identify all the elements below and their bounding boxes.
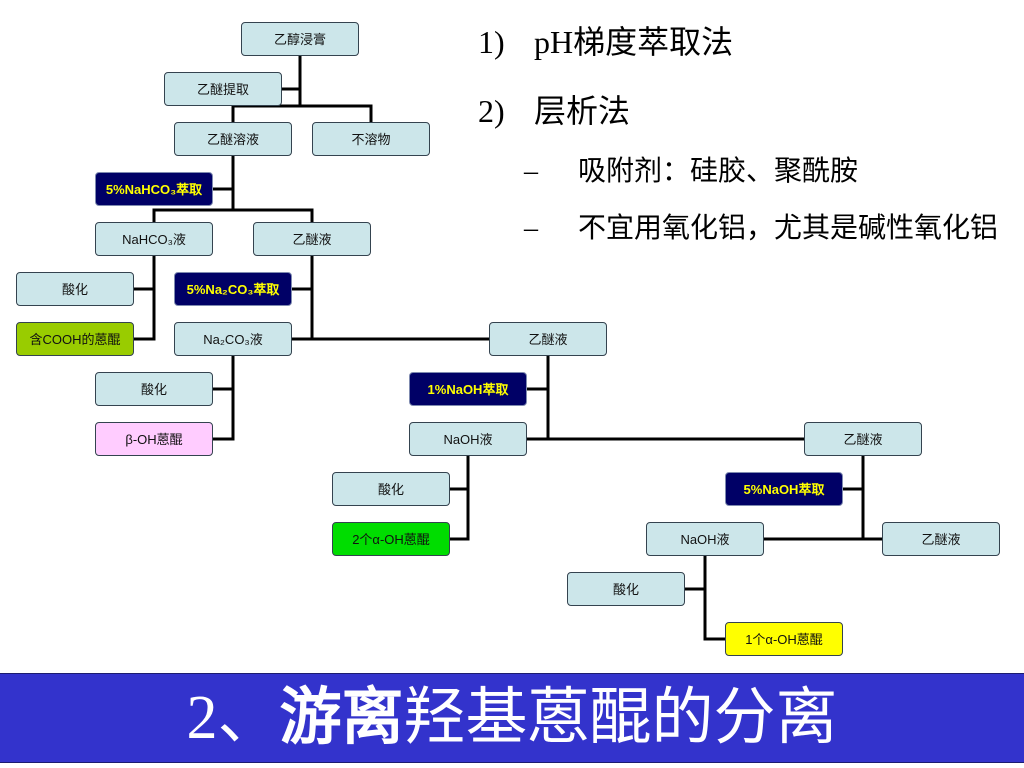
sub-item-1: – 吸附剂：硅胶、聚酰胺 xyxy=(524,154,858,190)
node-beta-oh-anthraquinone: β-OH蒽醌 xyxy=(95,422,213,456)
node-nahco3-liquid: NaHCO₃液 xyxy=(95,222,213,256)
title-number: 2、 xyxy=(186,684,280,752)
node-insoluble-residue: 不溶物 xyxy=(312,122,430,156)
title-banner: 2、游离羟基蒽醌的分离 xyxy=(0,673,1024,763)
sub-item-text: 不宜用氧化铝，尤其是碱性氧化铝 xyxy=(578,213,999,244)
node-one-alpha-oh-anthraquinone: 1个α-OH蒽醌 xyxy=(725,622,843,656)
connector-ether-solution-split xyxy=(152,154,314,224)
connector-ether-liquid-na2co3-branch xyxy=(290,254,491,341)
node-ethanol-extract: 乙醇浸膏 xyxy=(241,22,359,56)
flowchart-connectors xyxy=(132,54,884,641)
node-acidify-4: 酸化 xyxy=(567,572,685,606)
connector-na2co3-liquid-branch xyxy=(211,354,235,441)
node-naoh-liquid-1: NaOH液 xyxy=(409,422,527,456)
bullet-dash: – xyxy=(524,213,538,244)
method-label: pH梯度萃取法 xyxy=(534,24,734,60)
node-acidify-3: 酸化 xyxy=(332,472,450,506)
node-ether-liquid-3: 乙醚液 xyxy=(804,422,922,456)
node-cooh-anthraquinone: 含COOH的蒽醌 xyxy=(16,322,134,356)
node-na2co3-liquid: Na₂CO₃液 xyxy=(174,322,292,356)
method-number: 2) xyxy=(478,93,505,129)
title-text: 羟基蒽醌的分离 xyxy=(403,684,838,752)
connector-naoh-liquid-1-branch xyxy=(448,454,470,541)
connector-ether-liquid-naoh-1pct-branch xyxy=(525,354,806,441)
method-label: 层析法 xyxy=(534,93,631,129)
node-ether-liquid-1: 乙醚液 xyxy=(253,222,371,256)
node-acidify-2: 酸化 xyxy=(95,372,213,406)
node-ether-liquid-4: 乙醚液 xyxy=(882,522,1000,556)
node-ether-extraction: 乙醚提取 xyxy=(164,72,282,106)
node-ether-liquid-2: 乙醚液 xyxy=(489,322,607,356)
bullet-dash: – xyxy=(524,156,538,187)
connector-ethanol-extract-split xyxy=(231,54,373,124)
node-acidify-1: 酸化 xyxy=(16,272,134,306)
node-na2co3-extraction: 5%Na₂CO₃萃取 xyxy=(174,272,292,306)
connector-ether-liquid-naoh-5pct-branch xyxy=(762,454,884,541)
title-emphasis: 游离 xyxy=(279,683,404,752)
sub-item-2: – 不宜用氧化铝，尤其是碱性氧化铝 xyxy=(524,211,998,247)
node-naoh-1pct-extraction: 1%NaOH萃取 xyxy=(409,372,527,406)
method-number: 1) xyxy=(478,24,505,60)
node-naoh-5pct-extraction: 5%NaOH萃取 xyxy=(725,472,843,506)
sub-item-text: 吸附剂：硅胶、聚酰胺 xyxy=(578,156,859,187)
method-item-2: 2) 层析法 xyxy=(478,91,630,131)
node-nahco3-extraction: 5%NaHCO₃萃取 xyxy=(95,172,213,206)
node-ether-solution: 乙醚溶液 xyxy=(174,122,292,156)
connector-naoh-liquid-2-branch xyxy=(683,554,727,641)
node-naoh-liquid-2: NaOH液 xyxy=(646,522,764,556)
connector-nahco3-liquid-branch xyxy=(132,254,156,341)
node-two-alpha-oh-anthraquinone: 2个α-OH蒽醌 xyxy=(332,522,450,556)
method-item-1: 1) pH梯度萃取法 xyxy=(478,22,733,62)
